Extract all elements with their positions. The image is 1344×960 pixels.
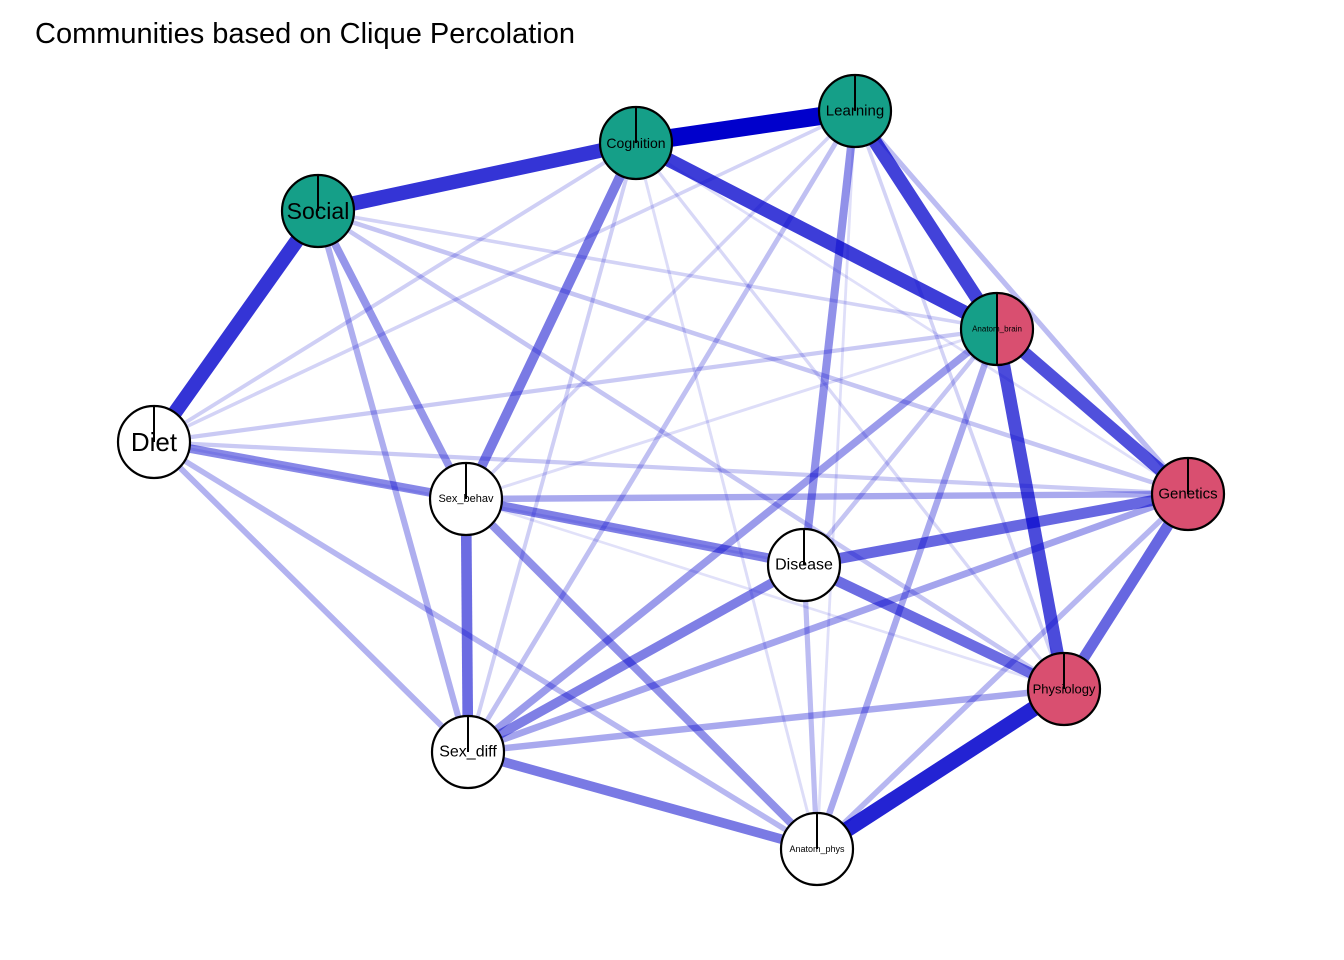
node-label: Genetics xyxy=(1158,486,1217,503)
node-cognition: Cognition xyxy=(598,105,674,181)
edge-sex_diff-genetics xyxy=(466,490,1190,756)
node-sex-behav: Sex_behav xyxy=(428,461,504,537)
edge-diet-anatom_brain xyxy=(153,326,998,445)
node-label: Sex_behav xyxy=(438,493,494,505)
edge-disease-genetics xyxy=(803,488,1189,571)
edge-learning-sex_behav xyxy=(464,109,857,501)
edge-diet-sex_diff xyxy=(151,439,471,755)
edge-cognition-anatom_phys xyxy=(634,142,819,850)
edge-cognition-sex_diff xyxy=(466,142,638,753)
edge-physiology-anatom_phys xyxy=(812,682,1069,856)
node-disease: Disease xyxy=(766,527,842,603)
edge-diet-genetics xyxy=(153,439,1189,497)
edge-anatom_brain-physiology xyxy=(990,327,1071,691)
node-layer: Social Cognition LearningAnatom_brainDietS… xyxy=(116,73,1226,887)
node-label: Social xyxy=(287,198,350,224)
node-anatom-brain: Anatom_brain xyxy=(959,291,1035,367)
edge-sex_behav-disease xyxy=(465,494,805,570)
edge-cognition-sex_behav xyxy=(461,140,641,502)
edge-genetics-physiology xyxy=(1059,491,1193,692)
edge-diet-learning xyxy=(153,109,856,444)
edge-sex_diff-anatom_phys xyxy=(466,747,819,854)
node-label: Anatom_brain xyxy=(972,325,1022,334)
edge-layer xyxy=(148,102,1193,856)
node-label: Diet xyxy=(131,427,178,457)
edge-social-physiology xyxy=(316,209,1066,691)
edge-sex_behav-physiology xyxy=(465,497,1065,691)
edge-social-cognition xyxy=(316,135,638,219)
node-label: Physiology xyxy=(1033,682,1096,697)
edge-diet-cognition xyxy=(152,141,638,444)
edge-social-sex_diff xyxy=(315,210,471,753)
node-physiology: Physiology xyxy=(1026,651,1102,727)
edge-learning-disease xyxy=(799,110,860,566)
node-anatom-phys: Anatom_phys xyxy=(779,811,855,887)
edge-sex_behav-anatom_phys xyxy=(463,496,820,852)
edge-anatom_brain-disease xyxy=(802,327,999,567)
node-genetics: Genetics xyxy=(1150,456,1226,532)
edge-anatom_brain-sex_diff xyxy=(465,326,1000,755)
node-pie-slice xyxy=(997,293,1033,365)
node-label: Cognition xyxy=(606,135,665,151)
edge-anatom_brain-genetics xyxy=(992,324,1193,499)
edge-cognition-genetics xyxy=(635,141,1189,496)
graph-title: Communities based on Clique Percolation xyxy=(35,18,576,50)
edge-sex_diff-disease xyxy=(465,560,807,757)
edge-learning-physiology xyxy=(853,110,1066,690)
node-learning: Learning xyxy=(817,73,893,149)
edge-genetics-anatom_phys xyxy=(815,492,1190,851)
node-label: Learning xyxy=(826,103,884,120)
edge-social-anatom_brain xyxy=(317,209,998,331)
edge-social-genetics xyxy=(317,208,1189,497)
edge-disease-anatom_phys xyxy=(801,564,820,850)
edge-cognition-anatom_brain xyxy=(632,136,1001,336)
edge-social-sex_behav xyxy=(314,209,470,501)
edge-diet-anatom_phys xyxy=(152,439,819,852)
node-label: Sex_diff xyxy=(439,744,497,761)
edge-sex_behav-anatom_brain xyxy=(465,327,998,501)
edge-diet-sex_behav xyxy=(153,437,467,504)
node-diet: Diet xyxy=(116,404,192,480)
node-sex-diff: Sex_diff xyxy=(430,714,506,790)
edge-sex_behav-sex_diff xyxy=(460,498,474,753)
node-border xyxy=(959,291,1035,367)
node-social: Social xyxy=(280,173,356,249)
edge-learning-sex_diff xyxy=(465,109,858,754)
edge-sex_diff-physiology xyxy=(467,685,1065,756)
edge-learning-anatom_brain xyxy=(849,107,1003,333)
node-label: Anatom_phys xyxy=(789,844,845,854)
edge-disease-physiology xyxy=(801,560,1067,694)
edge-social-diet xyxy=(148,206,324,447)
edge-anatom_brain-anatom_phys xyxy=(813,327,1001,851)
edge-sex_behav-genetics xyxy=(465,490,1189,503)
edge-cognition-physiology xyxy=(634,141,1066,691)
edge-learning-anatom_phys xyxy=(815,110,857,850)
node-pie-slice xyxy=(961,293,997,365)
node-label: Disease xyxy=(775,557,833,574)
